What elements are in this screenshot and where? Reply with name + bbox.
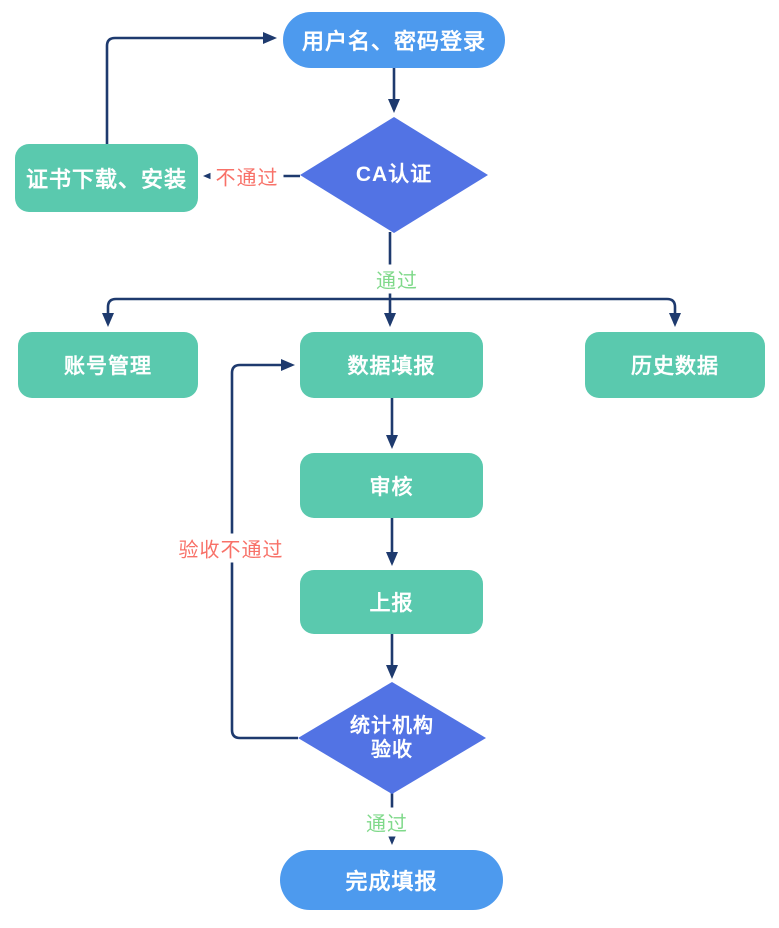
node-data-fill-label: 数据填报 [347, 355, 436, 378]
node-history-label: 历史数据 [631, 355, 719, 378]
node-cert-download: 证书下载、安装 [15, 144, 198, 212]
node-account-management: 账号管理 [18, 332, 198, 398]
node-accept-label-line2: 验收 [371, 739, 413, 761]
node-login-label: 用户名、密码登录 [301, 29, 486, 54]
node-report: 上报 [300, 570, 483, 634]
edge-branch-to-history [390, 297, 681, 327]
edge-label-ca-fail: 不通过 [210, 161, 284, 191]
node-history-data: 历史数据 [585, 332, 765, 398]
edge-branch-to-account [102, 297, 390, 327]
node-review-label: 审核 [369, 475, 414, 499]
node-data-fill: 数据填报 [300, 332, 483, 398]
edge-cert-to-login [105, 32, 277, 144]
node-ca-label: CA认证 [355, 163, 433, 187]
node-cert-label: 证书下载、安装 [25, 167, 187, 192]
edge-label-accept-pass: 通过 [361, 807, 413, 837]
edge-label-ca-pass: 通过 [371, 264, 423, 294]
node-review: 审核 [300, 453, 483, 518]
node-login: 用户名、密码登录 [283, 12, 505, 68]
edge-label-accept-fail: 验收不通过 [173, 533, 289, 563]
node-done: 完成填报 [280, 850, 503, 910]
node-account-label: 账号管理 [64, 355, 152, 378]
node-report-label: 上报 [369, 592, 414, 615]
node-done-label: 完成填报 [345, 869, 438, 894]
node-accept-label-line1: 统计机构 [350, 715, 434, 737]
